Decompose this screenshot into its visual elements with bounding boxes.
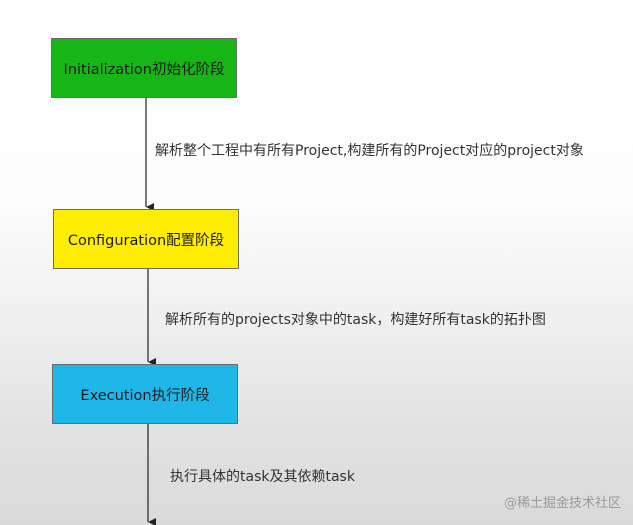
description-execution: 执行具体的task及其依赖task bbox=[170, 469, 355, 485]
stage-label-execution: Execution执行阶段 bbox=[80, 387, 210, 404]
watermark: @稀土掘金技术社区 bbox=[503, 496, 621, 511]
stage-label-configuration: Configuration配置阶段 bbox=[67, 232, 225, 249]
stage-label-initialization: Initialization初始化阶段 bbox=[63, 61, 225, 78]
stage-box-initialization: Initialization初始化阶段 bbox=[51, 38, 237, 98]
stage-box-execution: Execution执行阶段 bbox=[52, 364, 238, 424]
description-configuration: 解析所有的projects对象中的task，构建好所有task的拓扑图 bbox=[165, 312, 546, 328]
description-initialization: 解析整个工程中有所有Project,构建所有的Project对应的project… bbox=[155, 143, 584, 159]
stage-box-configuration: Configuration配置阶段 bbox=[53, 209, 239, 269]
